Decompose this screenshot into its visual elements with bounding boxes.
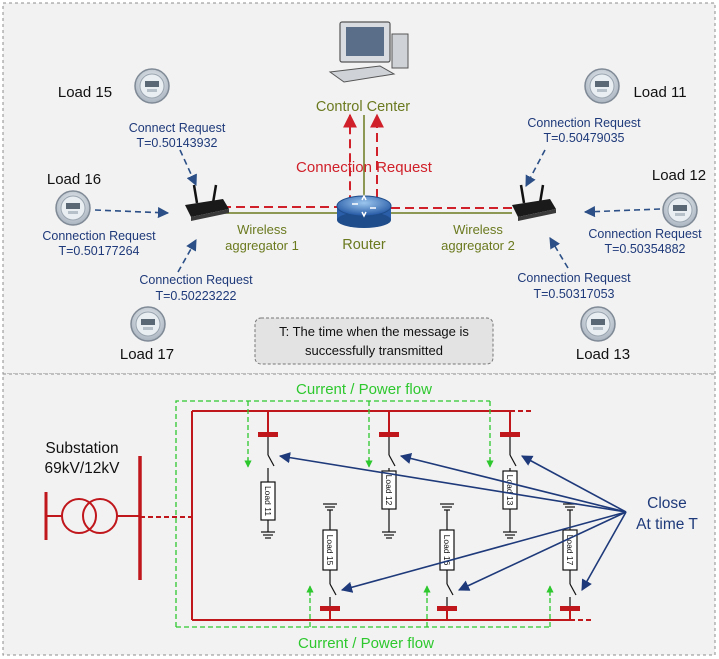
- wireless-arrow-load15: [179, 149, 197, 187]
- meter-icon-load17: [130, 306, 166, 342]
- breakers: [258, 432, 580, 611]
- request-path-left: [222, 113, 357, 208]
- load16-name: Load 16: [47, 171, 101, 188]
- wireless-arrow-load17: [177, 239, 197, 273]
- connection-request-label: Connection Request: [296, 159, 433, 176]
- computer-icon: [328, 21, 409, 83]
- flow-top-label: Current / Power flow: [296, 381, 432, 398]
- wireless-arrow-load11: [525, 149, 546, 187]
- wireless-arrow-load16: [94, 206, 170, 219]
- load11-time: T=0.50479035: [544, 131, 625, 145]
- load16-box-label: Load 16: [442, 535, 452, 566]
- note-box: [254, 317, 494, 365]
- note-line2: successfully transmitted: [305, 343, 443, 358]
- load12-name: Load 12: [652, 167, 706, 184]
- load13-message: Connection Request: [517, 271, 631, 285]
- load11-name: Load 11: [633, 84, 686, 101]
- power-panel: [2, 373, 716, 656]
- feeder-line: [191, 410, 571, 621]
- load13-box-label: Load 13: [505, 475, 515, 506]
- substation-line1: Substation: [45, 440, 118, 457]
- load12-box-label: Load 12: [384, 475, 394, 506]
- aggregator1-line1: Wireless: [237, 222, 287, 237]
- close-line1: Close: [647, 495, 687, 512]
- aggregator2-line2: aggregator 2: [441, 238, 515, 253]
- wireless-arrow-load12: [583, 206, 661, 218]
- flow-bottom-label: Current / Power flow: [298, 635, 434, 652]
- meter-icon-load16: [55, 190, 91, 226]
- wireless-arrow-load13: [549, 237, 569, 269]
- load13-name: Load 13: [576, 346, 630, 363]
- load12-message: Connection Request: [588, 227, 702, 241]
- close-line2: At time T: [636, 516, 698, 533]
- load15-time: T=0.50143932: [137, 136, 218, 150]
- meter-icon-load13: [580, 306, 616, 342]
- substation-line2: 69kV/12kV: [45, 460, 121, 477]
- meter-icon-load11: [584, 68, 620, 104]
- top-load-branches: [260, 437, 518, 539]
- close-command-arrows: [278, 452, 627, 593]
- load15-box-label: Load 15: [325, 535, 335, 566]
- meter-icon-load15: [134, 68, 170, 104]
- router-icon: [336, 194, 392, 228]
- load17-box-label: Load 17: [565, 535, 575, 566]
- load17-time: T=0.50223222: [156, 289, 237, 303]
- load15-name: Load 15: [58, 84, 112, 101]
- load11-message: Connection Request: [527, 116, 641, 130]
- meter-icon-load12: [662, 192, 698, 228]
- load11-box-label: Load 11: [263, 486, 273, 516]
- load15-message: Connect Request: [129, 121, 226, 135]
- note-line1: T: The time when the message is: [279, 324, 469, 339]
- load12-time: T=0.50354882: [605, 242, 686, 256]
- load17-message: Connection Request: [139, 273, 253, 287]
- load17-name: Load 17: [120, 346, 174, 363]
- control-center-label: Control Center: [316, 99, 410, 115]
- router-label: Router: [342, 237, 386, 253]
- aggregator1-line2: aggregator 1: [225, 238, 299, 253]
- current-flow-arrows: [244, 458, 554, 596]
- load16-message: Connection Request: [42, 229, 156, 243]
- aggregator2-line1: Wireless: [453, 222, 503, 237]
- load16-time: T=0.50177264: [59, 244, 140, 258]
- load13-time: T=0.50317053: [534, 287, 615, 301]
